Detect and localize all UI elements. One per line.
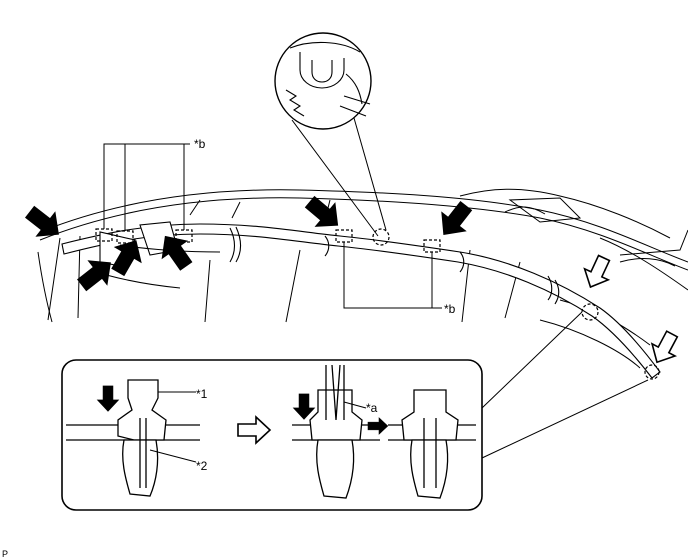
push-arrow-icon: [299, 190, 348, 238]
clip-location-boxes: [95, 228, 660, 380]
curtain-airbag: [61, 221, 661, 379]
callout-b-right: *b: [444, 302, 456, 316]
clip-icon: [66, 379, 200, 497]
hollow-push-arrow-icon: [577, 251, 617, 294]
leader-lines-b-right: [343, 242, 442, 309]
clip-circle-1: [372, 228, 390, 246]
push-arrow-icon: [20, 199, 69, 247]
detail-magnifier: [274, 32, 387, 237]
clip-circle-2: [581, 303, 599, 321]
clip-icon: [292, 364, 380, 499]
callout-a: *a: [366, 401, 378, 415]
clip-icon: [388, 389, 476, 499]
callout-one: *1: [196, 387, 208, 401]
callout-two: *2: [196, 459, 208, 473]
push-arrow-icon: [431, 196, 479, 245]
figure-code: P: [2, 549, 8, 559]
leader-lines-b-top: [103, 143, 190, 231]
clip-circle-3: [644, 364, 660, 380]
clip-detail-inset: *1 *2 *a: [61, 311, 649, 511]
callout-b-top: *b: [194, 137, 206, 151]
